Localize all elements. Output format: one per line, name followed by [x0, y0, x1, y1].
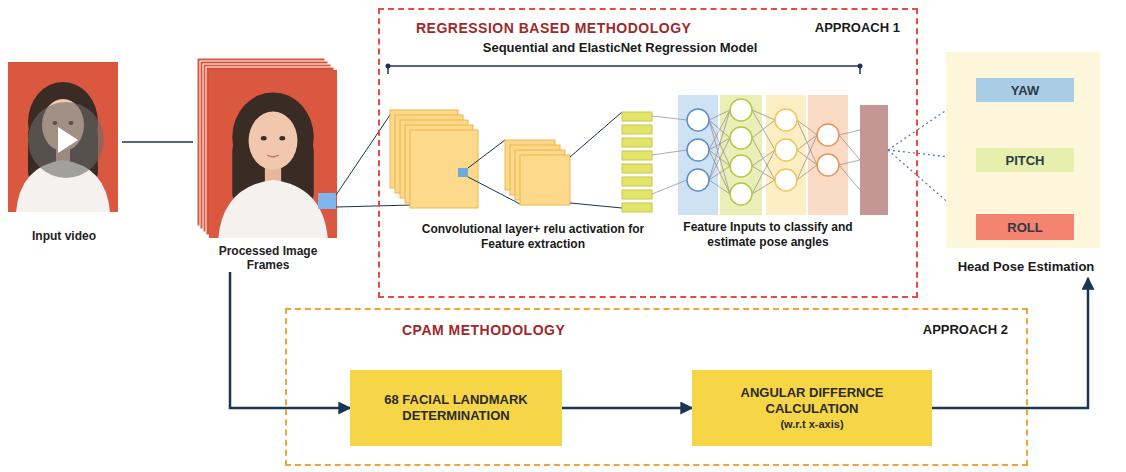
box-text: ANGULAR DIFFERNCE CALCULATION: [702, 385, 922, 417]
region-title: CPAM METHODOLOGY: [402, 322, 565, 338]
angle-name: YAW: [1011, 83, 1039, 98]
caption: Input video: [6, 229, 122, 243]
flow-arrow: [122, 141, 193, 143]
caption: Processed Image Frames: [215, 244, 321, 272]
angle-box: PITCH: [976, 148, 1074, 172]
process-box: 68 FACIAL LANDMARK DETERMINATION: [350, 370, 562, 446]
approach-tag: APPROACH 2: [923, 322, 1008, 337]
pose-output-panel: Head Pose Estimation YAW PITCH ROLL: [946, 52, 1106, 278]
output-link: [888, 150, 918, 153]
input-video-frame: Input video: [6, 58, 122, 243]
process-box: ANGULAR DIFFERNCE CALCULATION(w.r.t x-ax…: [692, 370, 932, 446]
flow-arrow: [932, 278, 1088, 408]
flow-arrow: [230, 272, 350, 408]
image-frames-stack: Processed Image Frames: [193, 52, 343, 272]
angle-name: PITCH: [1006, 153, 1045, 168]
box-subtext: (w.r.t x-axis): [780, 417, 843, 431]
annotation-label: Sequential and ElasticNet Regression Mod…: [400, 40, 840, 55]
annotation-label: Feature Inputs to classify and estimate …: [668, 220, 868, 250]
output-link: [888, 130, 918, 151]
region-title: REGRESSION BASED METHODOLOGY: [416, 20, 691, 36]
angle-box: ROLL: [976, 214, 1074, 240]
angle-name: ROLL: [1007, 220, 1042, 235]
annotation-label: Convolutional layer+ relu activation for…: [408, 222, 658, 252]
panel-caption: Head Pose Estimation: [946, 259, 1106, 274]
approach-tag: APPROACH 1: [815, 20, 900, 35]
flow-arrow: [562, 407, 692, 410]
angle-box: YAW: [976, 78, 1074, 102]
cpam-region: CPAM METHODOLOGY APPROACH 2 68 FACIAL LAND…: [285, 308, 1028, 466]
box-text: 68 FACIAL LANDMARK DETERMINATION: [360, 392, 552, 424]
output-link: [888, 150, 918, 176]
